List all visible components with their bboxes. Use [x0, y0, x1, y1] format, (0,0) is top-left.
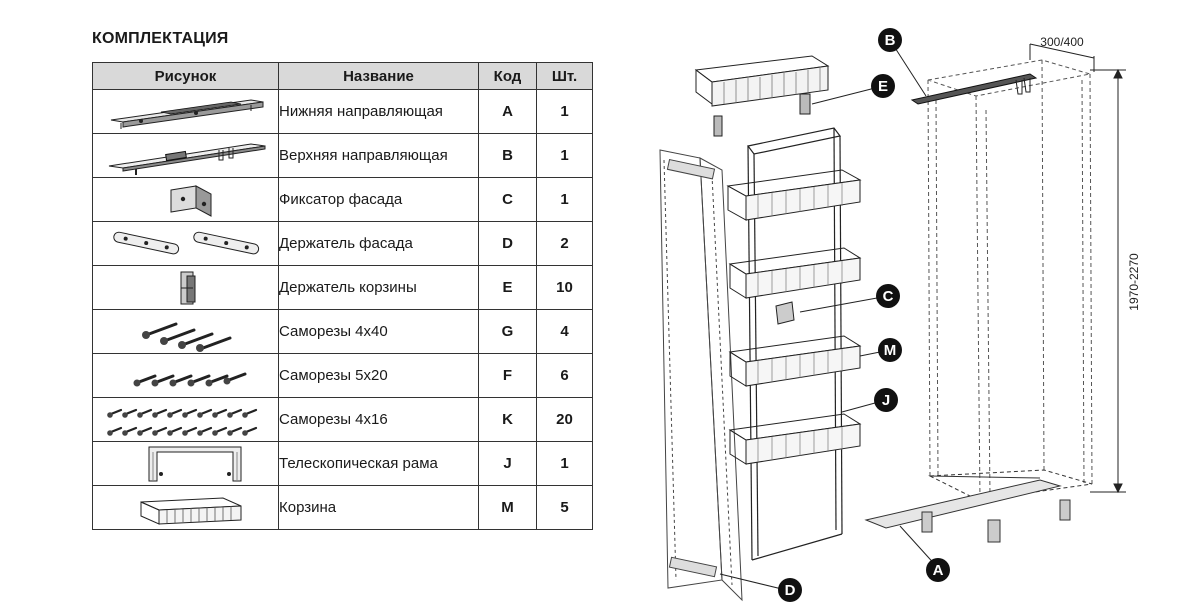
- upper-rail-image: [92, 133, 279, 178]
- row-qty: 4: [536, 309, 593, 354]
- row-qty: 1: [536, 89, 593, 134]
- row-code: F: [478, 353, 537, 398]
- lower-rail-image: [92, 89, 279, 134]
- dim-width-label: 300/400: [1040, 35, 1084, 49]
- table-row: Верхняя направляющая B 1: [92, 133, 593, 178]
- row-code: E: [478, 265, 537, 310]
- table-row: Держатель фасада D 2: [92, 221, 593, 266]
- svg-text:E: E: [878, 78, 888, 95]
- callout-leaders: [719, 39, 939, 591]
- table-header-row: Рисунок Название Код Шт.: [92, 62, 593, 90]
- row-qty: 10: [536, 265, 593, 310]
- top-basket: [694, 55, 830, 107]
- screws-5x20-image: [92, 353, 279, 398]
- telescopic-frame-image: [92, 441, 279, 486]
- row-name: Держатель фасада: [278, 221, 479, 266]
- svg-text:B: B: [885, 32, 896, 49]
- header-qty: Шт.: [536, 62, 593, 90]
- assembly-diagram: 300/400 1970-2270 B E C M J D A: [659, 28, 1141, 602]
- frame-baskets: [726, 169, 862, 465]
- row-name: Саморезы 5х20: [278, 353, 479, 398]
- table-row: Саморезы 4х40 G 4: [92, 309, 593, 354]
- screws-4x16-image: [92, 397, 279, 442]
- row-code: J: [478, 441, 537, 486]
- row-code: K: [478, 397, 537, 442]
- components-table: Рисунок Название Код Шт. Нижняя направля…: [92, 62, 593, 530]
- facade-panel: [659, 149, 743, 602]
- row-name: Саморезы 4х40: [278, 309, 479, 354]
- basket-wires: [757, 183, 843, 462]
- section-title: КОМПЛЕКТАЦИЯ: [92, 30, 229, 47]
- callout-m: M: [878, 338, 902, 362]
- basket-image: [92, 485, 279, 530]
- svg-text:D: D: [785, 582, 796, 599]
- svg-text:M: M: [884, 342, 897, 359]
- callout-d: D: [778, 578, 802, 602]
- facade-fixator-image: [92, 177, 279, 222]
- table-row: Держатель корзины E 10: [92, 265, 593, 310]
- screws-4x40-image: [92, 309, 279, 354]
- row-code: G: [478, 309, 537, 354]
- dim-height-label: 1970-2270: [1127, 253, 1141, 311]
- table-row: Саморезы 4х16 K 20: [92, 397, 593, 442]
- basket-holder-image: [92, 265, 279, 310]
- callout-c: C: [876, 284, 900, 308]
- svg-text:J: J: [882, 392, 890, 409]
- row-name: Корзина: [278, 485, 479, 530]
- callout-a: A: [926, 558, 950, 582]
- row-qty: 6: [536, 353, 593, 398]
- row-code: A: [478, 89, 537, 134]
- facade-holder-image: [92, 221, 279, 266]
- callout-b: B: [878, 28, 902, 52]
- svg-text:C: C: [883, 288, 894, 305]
- callout-e: E: [871, 74, 895, 98]
- row-qty: 20: [536, 397, 593, 442]
- row-qty: 5: [536, 485, 593, 530]
- row-name: Телескопическая рама: [278, 441, 479, 486]
- cabinet-base: [864, 469, 1093, 543]
- row-qty: 1: [536, 441, 593, 486]
- callout-j: J: [874, 388, 898, 412]
- row-name: Держатель корзины: [278, 265, 479, 310]
- row-name: Верхняя направляющая: [278, 133, 479, 178]
- row-name: Саморезы 4х16: [278, 397, 479, 442]
- table-row: Нижняя направляющая A 1: [92, 89, 593, 134]
- header-picture: Рисунок: [92, 62, 279, 90]
- row-qty: 1: [536, 133, 593, 178]
- row-name: Нижняя направляющая: [278, 89, 479, 134]
- row-qty: 2: [536, 221, 593, 266]
- row-code: D: [478, 221, 537, 266]
- basket-holder-part: [799, 93, 811, 115]
- table-row: Фиксатор фасада C 1: [92, 177, 593, 222]
- upper-rail-part: [910, 73, 1038, 105]
- table-row: Саморезы 5х20 F 6: [92, 353, 593, 398]
- table-row: Корзина M 5: [92, 485, 593, 530]
- row-qty: 1: [536, 177, 593, 222]
- header-code: Код: [478, 62, 537, 90]
- svg-text:A: A: [933, 562, 944, 579]
- row-name: Фиксатор фасада: [278, 177, 479, 222]
- row-code: M: [478, 485, 537, 530]
- dimension-lines: [1029, 43, 1126, 494]
- row-code: C: [478, 177, 537, 222]
- header-name: Название: [278, 62, 479, 90]
- cabinet-outline: [927, 59, 1093, 501]
- table-row: Телескопическая рама J 1: [92, 441, 593, 486]
- facade-fixator-part: [775, 301, 795, 325]
- row-code: B: [478, 133, 537, 178]
- basket-holder-part: [713, 115, 723, 137]
